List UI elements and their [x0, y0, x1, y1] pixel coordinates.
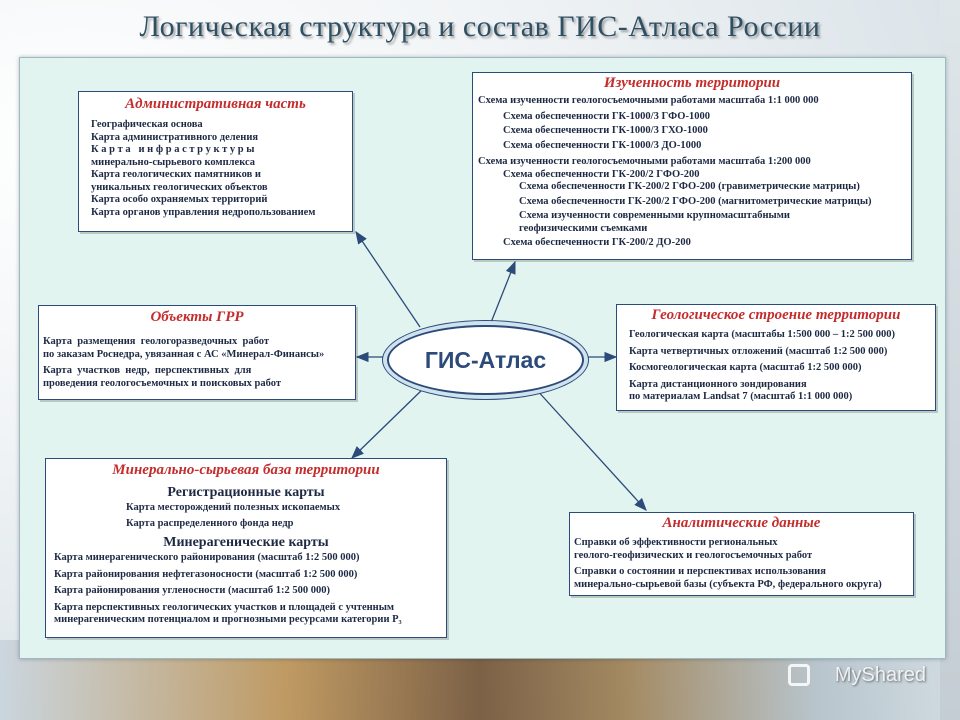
study-line: Схема обеспеченности ГК-1000/3 ГХО-1000	[503, 125, 708, 136]
admin-box: Административная часть Географическая ос…	[78, 91, 353, 232]
geology-line: Карта четвертичных отложений (масштаб 1:…	[629, 345, 888, 357]
admin-line: Карта органов управления недропользовани…	[91, 206, 316, 218]
admin-line: Карта административного деления	[91, 131, 259, 143]
mineral-title: Минерально-сырьевая база территории	[112, 462, 380, 478]
geology-line: по материалам Landsat 7 (масштаб 1:1 000…	[629, 391, 853, 402]
mineral-min-line: минерагеническим потенциалом и прогнозны…	[54, 614, 402, 625]
mineral-min-line: Карта районирования нефтегазоносности (м…	[54, 568, 358, 580]
admin-line: минерально-сырьевого комплекса	[91, 156, 256, 168]
mineral-box: Минерально-сырьевая база территории Реги…	[45, 458, 447, 638]
study-line: геофизическими съемками	[519, 222, 648, 234]
mineral-min-line: Карта перспективных геологических участк…	[54, 601, 395, 613]
admin-line: Карта особо охраняемых территорий	[91, 194, 268, 205]
myshared-logo-icon	[788, 664, 810, 686]
admin-line: К а р т а и н ф р а с т р у к т у р ы	[91, 144, 255, 155]
watermark-brand: MyShared	[834, 664, 926, 686]
admin-line: уникальных геологических объектов	[91, 181, 268, 193]
grr-line: проведения геологосъемочных и поисковых …	[43, 377, 282, 389]
study-line: Схема обеспеченности ГК-200/2 ГФО-200 (м…	[519, 195, 872, 207]
geology-line: Геологическая карта (масштабы 1:500 000 …	[629, 329, 896, 340]
mineral-reg-line: Карта распределенного фонда недр	[126, 517, 294, 529]
analytic-line: Справки о состоянии и перспективах испол…	[574, 566, 826, 577]
mineral-min-line: Карта районирования угленосности (масшта…	[54, 585, 331, 596]
analytic-box: Аналитические данные Справки об эффектив…	[569, 512, 914, 596]
mineral-reg-line: Карта месторождений полезных ископаемых	[126, 502, 341, 513]
grr-box: Объекты ГРР Карта размещения геологоразв…	[38, 305, 356, 400]
study-line: Схема изученности геологосъемочными рабо…	[478, 95, 819, 106]
gis-atlas-label: ГИС-Атлас	[424, 346, 547, 373]
grr-line: Карта размещения геологоразведочных рабо…	[43, 336, 269, 347]
geology-line: Карта дистанционного зондирования	[629, 378, 807, 390]
study-line: Схема обеспеченности ГК-200/2 ГФО-200	[503, 168, 700, 180]
study-line: Схема изученности современными крупномас…	[519, 210, 790, 221]
slide-title: Логическая структура и состав ГИС-Атласа…	[139, 10, 821, 43]
analytic-line: геолого-геофизических и геологосъемочных…	[574, 549, 813, 561]
geology-box: Геологическое строение территории Геолог…	[616, 304, 936, 411]
analytic-line: Справки об эффективности региональных	[574, 537, 778, 548]
study-title: Изученность территории	[603, 75, 781, 91]
admin-line: Географическая основа	[91, 119, 203, 130]
analytic-title: Аналитические данные	[662, 515, 821, 531]
registration-maps-heading: Регистрационные карты	[167, 485, 325, 500]
mineral-min-line: Карта минерагенического районирования (м…	[54, 552, 360, 563]
study-line: Схема обеспеченности ГК-200/2 ДО-200	[503, 237, 691, 248]
analytic-line: минерально-сырьевой базы (субъекта РФ, ф…	[574, 578, 882, 590]
grr-line: по заказам Роснедра, увязанная с АС «Мин…	[43, 348, 325, 360]
admin-title: Административная часть	[125, 96, 306, 112]
study-line: Схема обеспеченности ГК-1000/3 ГФО-1000	[503, 110, 710, 122]
gis-atlas-node: ГИС-Атлас	[387, 325, 584, 395]
grr-title: Объекты ГРР	[150, 309, 244, 325]
geology-line: Космогеологическая карта (масштаб 1:2 50…	[629, 362, 862, 373]
grr-line: Карта участков недр, перспективных для	[43, 365, 252, 376]
minerageny-maps-heading: Минерагенические карты	[163, 535, 329, 550]
study-box: Изученность территории Схема изученности…	[472, 72, 912, 260]
study-line: Схема изученности геологосъемочными рабо…	[478, 156, 811, 167]
study-line: Схема обеспеченности ГК-1000/3 ДО-1000	[503, 139, 702, 151]
study-line: Схема обеспеченности ГК-200/2 ГФО-200 (г…	[519, 181, 860, 192]
geology-title: Геологическое строение территории	[651, 307, 901, 323]
admin-line: Карта геологических памятников и	[91, 169, 261, 180]
